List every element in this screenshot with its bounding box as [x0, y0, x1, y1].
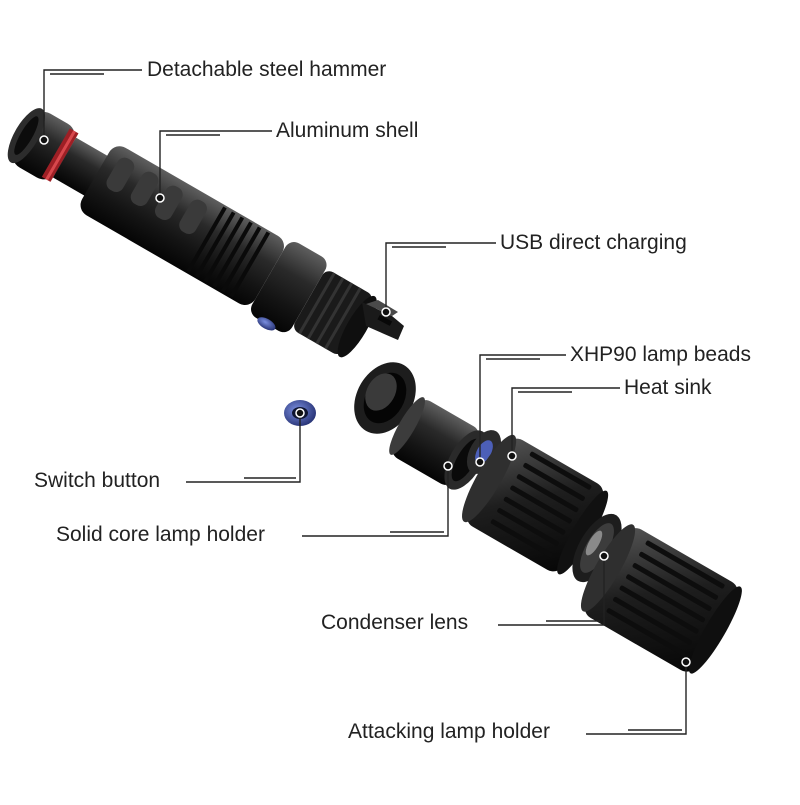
dot-beads: [475, 457, 485, 467]
leader-dots: [39, 135, 691, 667]
label-condenser-lens: Condenser lens: [321, 611, 469, 634]
dot-holder: [443, 461, 453, 471]
label-attacking-lamp-holder: Attacking lamp holder: [348, 720, 550, 743]
leader-lines: [43, 69, 687, 735]
leader-holder: [302, 466, 449, 537]
label-detachable-steel-hammer: Detachable steel hammer: [147, 58, 387, 81]
flashlight-body: [7, 108, 377, 358]
dot-hammer: [39, 135, 49, 145]
leader-heatsink: [511, 387, 620, 456]
heat-sink: [462, 434, 609, 575]
leader-attack: [586, 662, 687, 735]
usb-port: [362, 300, 404, 340]
leader-lens: [498, 556, 605, 626]
leader-hammer: [43, 69, 142, 140]
condenser-lens: [572, 513, 622, 583]
label-aluminum-shell: Aluminum shell: [276, 119, 419, 142]
dot-attack: [681, 657, 691, 667]
solid-core-lamp-holder: [389, 397, 488, 490]
dot-shell: [155, 193, 165, 203]
inner-ring: [354, 362, 416, 434]
label-xhp90-lamp-beads: XHP90 lamp beads: [570, 343, 751, 366]
label-usb-direct-charging: USB direct charging: [500, 231, 687, 254]
leader-usb: [385, 242, 496, 312]
label-heat-sink: Heat sink: [624, 376, 712, 399]
leader-shell: [159, 130, 272, 198]
leader-switch: [186, 418, 301, 483]
label-switch-button: Switch button: [34, 469, 161, 492]
switch-collar: [251, 242, 327, 333]
dot-lens: [599, 551, 609, 561]
dot-heatsink: [507, 451, 517, 461]
dot-usb: [381, 307, 391, 317]
dot-switch: [295, 408, 305, 418]
attacking-lamp-holder: [580, 524, 742, 674]
leader-beads: [479, 354, 566, 462]
label-solid-core-lamp-holder: Solid core lamp holder: [56, 523, 265, 546]
